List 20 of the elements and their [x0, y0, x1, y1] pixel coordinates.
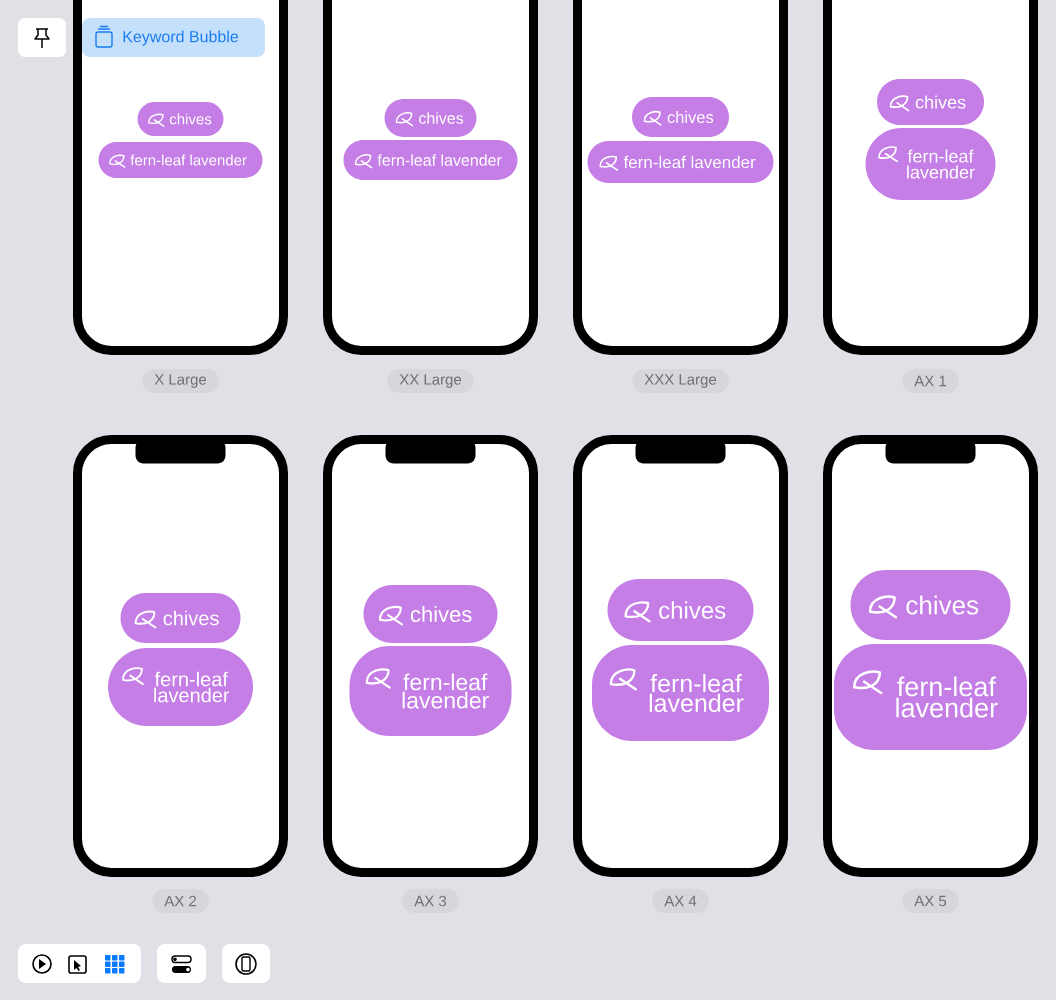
- bubble-text: fern-leaf lavender: [623, 155, 756, 169]
- bubble-text: fern-leaf lavender: [649, 673, 744, 713]
- preview-tab: Keyword Bubble: [82, 18, 265, 57]
- bubble-text: fern-leaf lavender: [907, 149, 975, 179]
- bubble-text: fern-leaf lavender: [896, 676, 998, 718]
- bubble-text: chives: [419, 112, 464, 124]
- size-label: XX Large: [387, 369, 474, 393]
- bubble-text: fern-leaf lavender: [402, 673, 489, 709]
- bubble-text: chives: [163, 610, 219, 626]
- size-label: X Large: [142, 369, 219, 393]
- bubble-text: fern-leaf lavender: [377, 154, 502, 166]
- bubble-text: chives: [906, 595, 979, 615]
- size-label: XXX Large: [632, 369, 729, 393]
- bubble-text: chives: [915, 95, 966, 109]
- bubble-text: fern-leaf lavender: [154, 671, 230, 703]
- bubble-text: chives: [169, 113, 212, 125]
- bubble-text: fern-leaf lavender: [130, 154, 247, 166]
- bubble-text: chives: [659, 601, 726, 619]
- bubble-text: chives: [667, 110, 714, 124]
- bubble-text: chives: [410, 605, 472, 623]
